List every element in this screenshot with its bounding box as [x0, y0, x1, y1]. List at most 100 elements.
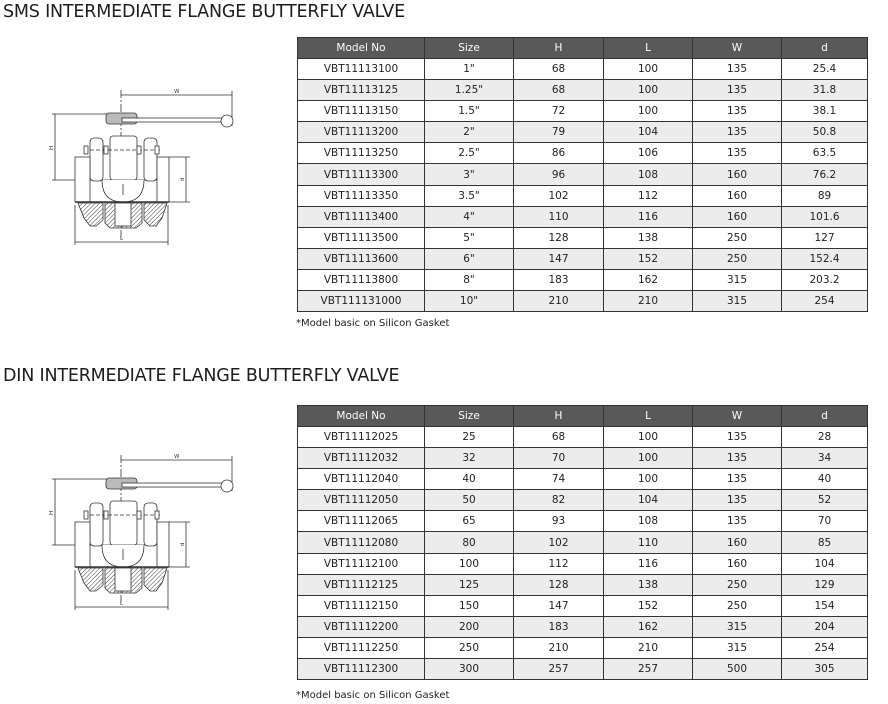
- column-header: Model No: [297, 405, 425, 427]
- table-cell: VBT11112125: [297, 573, 425, 596]
- w-label: W: [174, 89, 180, 95]
- table-cell: 100: [603, 100, 693, 123]
- table-cell: 147: [513, 594, 604, 617]
- table-cell: 100: [603, 447, 693, 470]
- table-cell: 5": [424, 226, 514, 249]
- column-header: Model No: [297, 37, 425, 59]
- table-cell: 135: [692, 79, 782, 102]
- table-cell: 254: [781, 636, 868, 660]
- table-cell: 135: [692, 468, 782, 491]
- table-cell: 315: [692, 615, 782, 638]
- table-cell: 102: [513, 531, 604, 554]
- table-cell: VBT11112150: [297, 594, 425, 617]
- table-cell: VBT11113250: [297, 142, 425, 165]
- table-cell: 112: [513, 552, 604, 575]
- table-cell: 70: [781, 510, 868, 533]
- table-cell: VBT11112250: [297, 636, 425, 660]
- table-cell: 210: [513, 636, 604, 660]
- table-cell: 257: [513, 658, 604, 681]
- table-cell: 1": [424, 57, 514, 81]
- table-cell: 100: [603, 57, 693, 81]
- table-cell: 8": [424, 268, 514, 292]
- table-cell: 257: [603, 658, 693, 681]
- table-cell: 110: [513, 205, 604, 228]
- table-cell: 74: [513, 468, 604, 491]
- column-header: L: [603, 37, 693, 59]
- table-cell: VBT11112050: [297, 489, 425, 512]
- h-label: H: [49, 511, 55, 515]
- table-cell: 52: [781, 489, 868, 512]
- table-cell: VBT11113400: [297, 205, 425, 228]
- table-cell: 150: [424, 594, 514, 617]
- table-cell: 68: [513, 425, 604, 449]
- table-cell: 3.5": [424, 184, 514, 207]
- table-cell: 100: [603, 425, 693, 449]
- table-cell: 250: [692, 594, 782, 617]
- table-cell: 200: [424, 615, 514, 638]
- table-cell: 34: [781, 447, 868, 470]
- table-cell: 38.1: [781, 100, 868, 123]
- table-cell: VBT11112100: [297, 552, 425, 575]
- table-cell: 79: [513, 121, 604, 144]
- table-cell: 125: [424, 573, 514, 596]
- table-cell: 108: [603, 510, 693, 533]
- table-cell: 106: [603, 142, 693, 165]
- table-cell: 6": [424, 247, 514, 270]
- table-cell: VBT11113350: [297, 184, 425, 207]
- table-cell: 72: [513, 100, 604, 123]
- table-cell: 160: [692, 205, 782, 228]
- table-cell: VBT11113600: [297, 247, 425, 270]
- table-cell: 135: [692, 57, 782, 81]
- table-cell: 250: [424, 636, 514, 660]
- table-cell: 2": [424, 121, 514, 144]
- table-cell: 100: [603, 468, 693, 491]
- table-cell: 160: [692, 163, 782, 186]
- table-cell: 89: [781, 184, 868, 207]
- table-cell: 128: [513, 573, 604, 596]
- table-cell: 152: [603, 594, 693, 617]
- table-cell: 31.8: [781, 79, 868, 102]
- table-cell: 135: [692, 489, 782, 512]
- table-cell: 104: [781, 552, 868, 575]
- table-cell: 135: [692, 510, 782, 533]
- table-cell: 116: [603, 205, 693, 228]
- w-label: W: [174, 454, 180, 460]
- table-cell: 4": [424, 205, 514, 228]
- table-cell: VBT11113200: [297, 121, 425, 144]
- table-cell: 85: [781, 531, 868, 554]
- table-cell: 315: [692, 636, 782, 660]
- table-cell: VBT11112032: [297, 447, 425, 470]
- table-cell: 104: [603, 121, 693, 144]
- table-cell: 102: [513, 184, 604, 207]
- table-cell: 135: [692, 100, 782, 123]
- table-cell: 183: [513, 615, 604, 638]
- table-cell: VBT11113150: [297, 100, 425, 123]
- table-cell: 1.25": [424, 79, 514, 102]
- table-cell: 250: [692, 226, 782, 249]
- table-cell: 100: [424, 552, 514, 575]
- table-cell: 100: [603, 79, 693, 102]
- table-cell: 1.5": [424, 100, 514, 123]
- table-cell: VBT11113300: [297, 163, 425, 186]
- table-cell: 210: [603, 636, 693, 660]
- table-cell: 162: [603, 615, 693, 638]
